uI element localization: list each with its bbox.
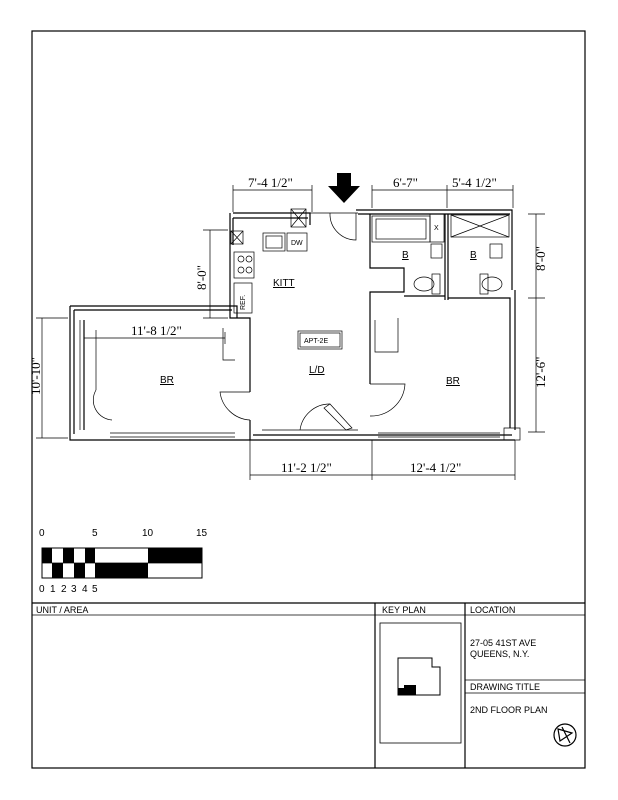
dim-right-upper: 8'-0" <box>533 246 548 271</box>
scale-minor-5: 5 <box>92 584 98 595</box>
dim-right-lower: 12'-6" <box>533 357 548 388</box>
room-label-bath-1: B <box>402 250 409 261</box>
north-arrow-icon <box>553 723 577 747</box>
drawing-title: 2ND FLOOR PLAN <box>470 705 548 715</box>
dishwasher-label: DW <box>291 240 303 247</box>
dim-bottom-ld: 11'-2 1/2" <box>281 460 332 475</box>
dim-top-kitchen: 7'-4 1/2" <box>248 175 293 190</box>
scale-minor-0: 0 <box>39 584 45 595</box>
scale-major-0: 0 <box>39 528 45 539</box>
dim-left-height: 10'-10" <box>28 357 43 395</box>
key-plan-label: KEY PLAN <box>382 605 426 615</box>
scale-minor-4: 4 <box>82 584 88 595</box>
room-label-living-dining: L/D <box>309 365 325 376</box>
plan-walls <box>69 208 521 441</box>
title-block <box>32 602 585 768</box>
dim-top-bath1: 6'-7" <box>393 175 418 190</box>
unit-area-label: UNIT / AREA <box>36 605 88 615</box>
scale-major-10: 10 <box>142 528 154 539</box>
closet-x-label: X <box>434 225 439 232</box>
scale-minor-1: 1 <box>50 584 56 595</box>
address-line-2: QUEENS, N.Y. <box>470 649 529 659</box>
room-label-kitchen: KITT <box>273 278 295 289</box>
location-label: LOCATION <box>470 605 515 615</box>
dim-left-bedroom-width: 11'-8 1/2" <box>131 323 182 338</box>
scale-major-15: 15 <box>196 528 208 539</box>
dim-bottom-br: 12'-4 1/2" <box>410 460 461 475</box>
dim-top-bath2: 5'-4 1/2" <box>452 175 497 190</box>
apartment-tag: APT-2E <box>304 338 328 345</box>
entry-arrow-icon <box>328 173 360 203</box>
scale-minor-2: 2 <box>61 584 67 595</box>
scale-minor-3: 3 <box>71 584 77 595</box>
room-label-bedroom-left: BR <box>160 375 174 386</box>
room-label-bath-2: B <box>470 250 477 261</box>
room-label-bedroom-right: BR <box>446 376 460 387</box>
drawing-title-label: DRAWING TITLE <box>470 682 540 692</box>
address-line-1: 27-05 41ST AVE <box>470 638 536 648</box>
apartment-tag-box <box>299 332 341 348</box>
dimension-lines <box>36 185 545 480</box>
scale-bar <box>41 547 203 579</box>
sheet-border <box>31 30 586 769</box>
refrigerator-label: REF. <box>240 295 247 310</box>
dim-kitchen-depth: 8'-0" <box>194 265 209 290</box>
scale-major-5: 5 <box>92 528 98 539</box>
